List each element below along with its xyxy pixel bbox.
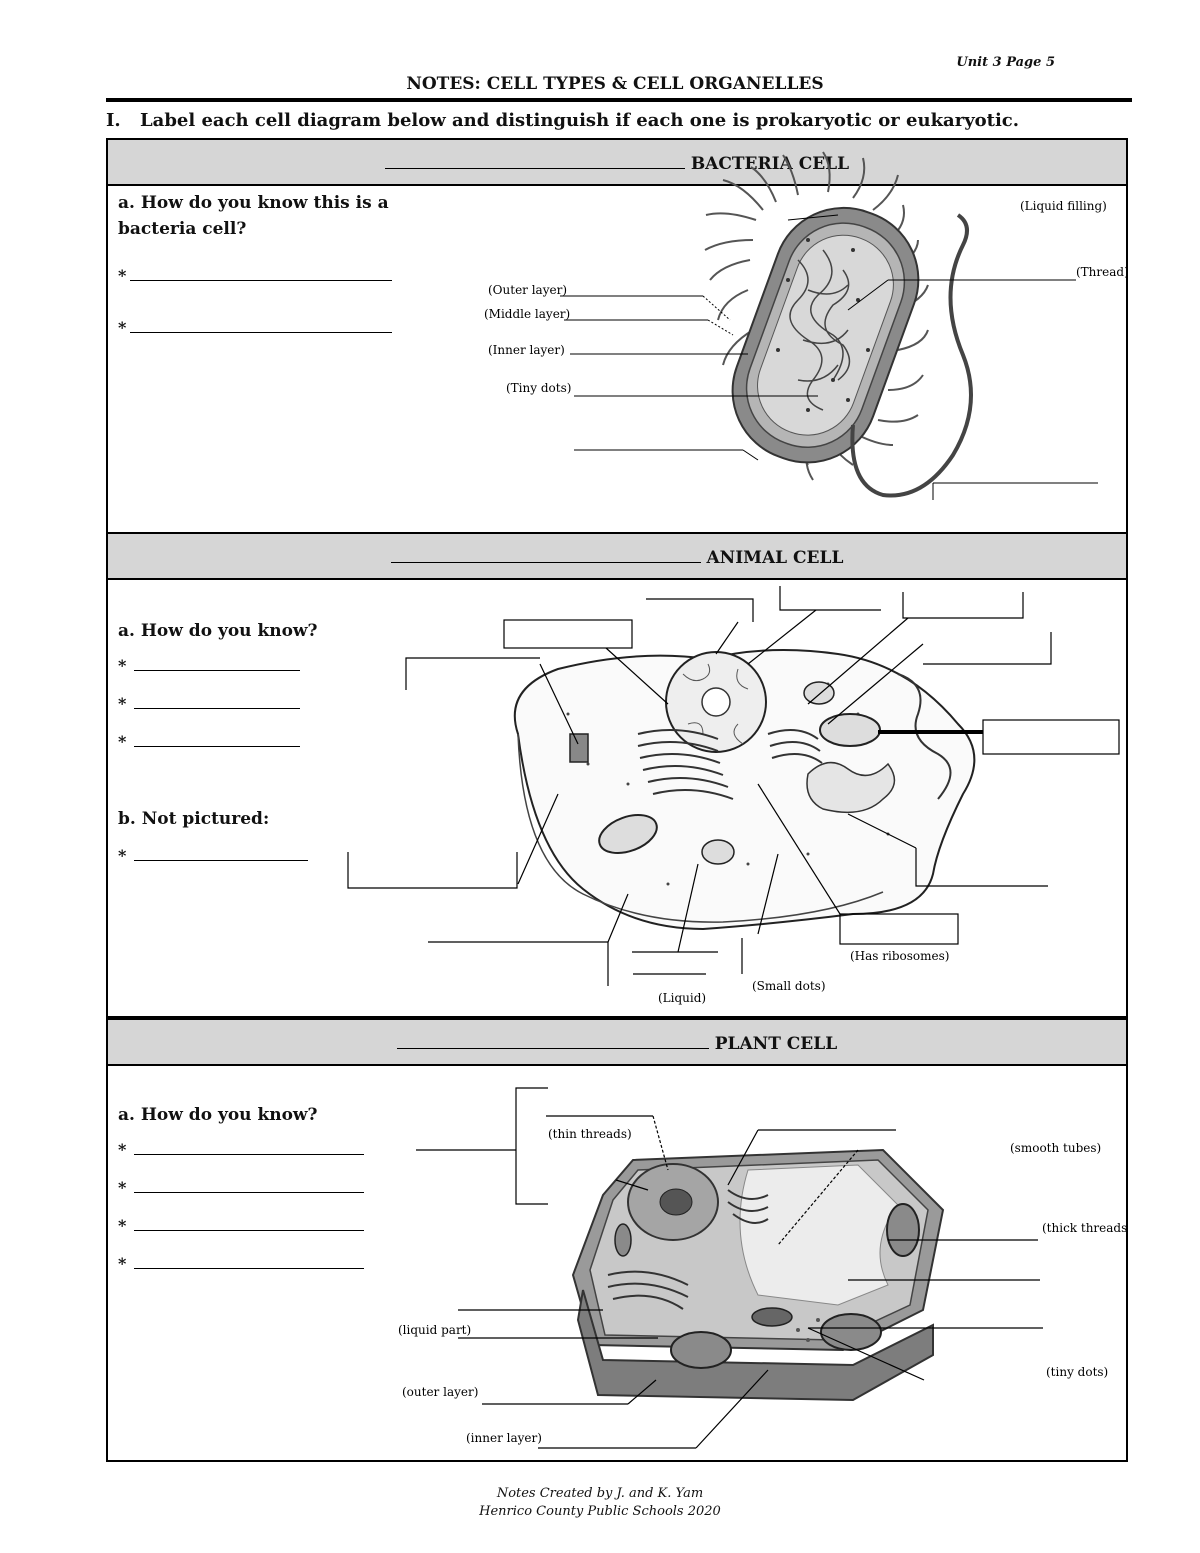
svg-text:(outer layer): (outer layer) (402, 1385, 478, 1399)
footer-organization: Henrico County Public Schools 2020 (479, 1504, 721, 1519)
bacteria-question: a. How do you know this is a bacteria ce… (118, 193, 389, 239)
bacteria-diagram: (Liquid filling) (Thread) (Outer layer) … (484, 151, 1128, 500)
bacteria-heading-text: BACTERIA CELL (690, 154, 850, 174)
svg-text:(inner layer): (inner layer) (466, 1431, 542, 1445)
plant-heading-text: PLANT CELL (714, 1034, 838, 1054)
plant-cell-icon (571, 1148, 945, 1402)
svg-text:(Liquid filling): (Liquid filling) (1020, 199, 1107, 213)
animal-answer-3[interactable]: * (118, 732, 301, 751)
svg-text:(tiny dots): (tiny dots) (1046, 1365, 1108, 1379)
instruction: I. Label each cell diagram below and dist… (106, 110, 1019, 131)
svg-text:(Thread): (Thread) (1076, 265, 1128, 279)
svg-text:(Has ribosomes): (Has ribosomes) (850, 949, 949, 963)
flagellum-icon (850, 213, 973, 498)
svg-text:(thick threads): (thick threads) (1042, 1221, 1128, 1235)
footer-author: Notes Created by J. and K. Yam (496, 1486, 704, 1501)
svg-text:(Outer layer): (Outer layer) (488, 283, 567, 297)
animal-question-a: a. How do you know? (118, 621, 318, 641)
svg-text:(Inner layer): (Inner layer) (488, 343, 565, 357)
bacteria-answer-1[interactable]: * (118, 266, 393, 285)
plant-answer-4[interactable]: * (118, 1254, 365, 1273)
svg-text:(Liquid): (Liquid) (658, 991, 706, 1005)
animal-not-pictured-answer[interactable]: * (118, 846, 309, 865)
title-rule (106, 98, 1132, 102)
animal-answer-1[interactable]: * (118, 656, 301, 675)
plant-section: PLANT CELL a. How do you know? * * * * (106, 1018, 1128, 1462)
bacteria-body-icon (731, 206, 920, 464)
plant-answer-3[interactable]: * (118, 1216, 365, 1235)
svg-text:(thin threads): (thin threads) (548, 1127, 632, 1141)
plant-answer-2[interactable]: * (118, 1178, 365, 1197)
animal-heading-text: ANIMAL CELL (706, 548, 844, 568)
bacteria-answer-2[interactable]: * (118, 318, 393, 337)
bacteria-section: BACTERIA CELL a. How do you know this is… (106, 138, 1128, 534)
page-number: Unit 3 Page 5 (956, 55, 1055, 70)
instruction-text: Label each cell diagram below and distin… (140, 110, 1020, 131)
svg-text:(Small dots): (Small dots) (752, 979, 826, 993)
page-title: NOTES: CELL TYPES & CELL ORGANELLES (406, 74, 824, 94)
animal-answer-2[interactable]: * (118, 694, 301, 713)
plant-heading: PLANT CELL (108, 1020, 1126, 1066)
animal-type-blank[interactable] (390, 544, 701, 563)
instruction-number: I. (106, 110, 121, 131)
animal-section: ANIMAL CELL a. How do you know? * * * b.… (106, 532, 1128, 1018)
animal-diagram: (Has ribosomes) (Small dots) (Liquid) (347, 586, 1120, 1005)
svg-text:(liquid part): (liquid part) (398, 1323, 471, 1337)
plant-diagram: (thin threads) (smooth tubes) (thick thr… (398, 1087, 1128, 1449)
animal-question-b: b. Not pictured: (118, 809, 270, 829)
svg-text:(smooth tubes): (smooth tubes) (1010, 1141, 1101, 1155)
plant-type-blank[interactable] (396, 1030, 709, 1049)
svg-text:(Tiny dots): (Tiny dots) (506, 381, 571, 395)
bacteria-heading: BACTERIA CELL (108, 140, 1126, 186)
animal-cell-icon (513, 649, 976, 931)
plant-answer-1[interactable]: * (118, 1140, 365, 1159)
plant-question: a. How do you know? (118, 1105, 318, 1125)
bacteria-type-blank[interactable] (384, 150, 685, 169)
svg-text:(Middle layer): (Middle layer) (484, 307, 570, 321)
animal-heading: ANIMAL CELL (108, 534, 1126, 580)
